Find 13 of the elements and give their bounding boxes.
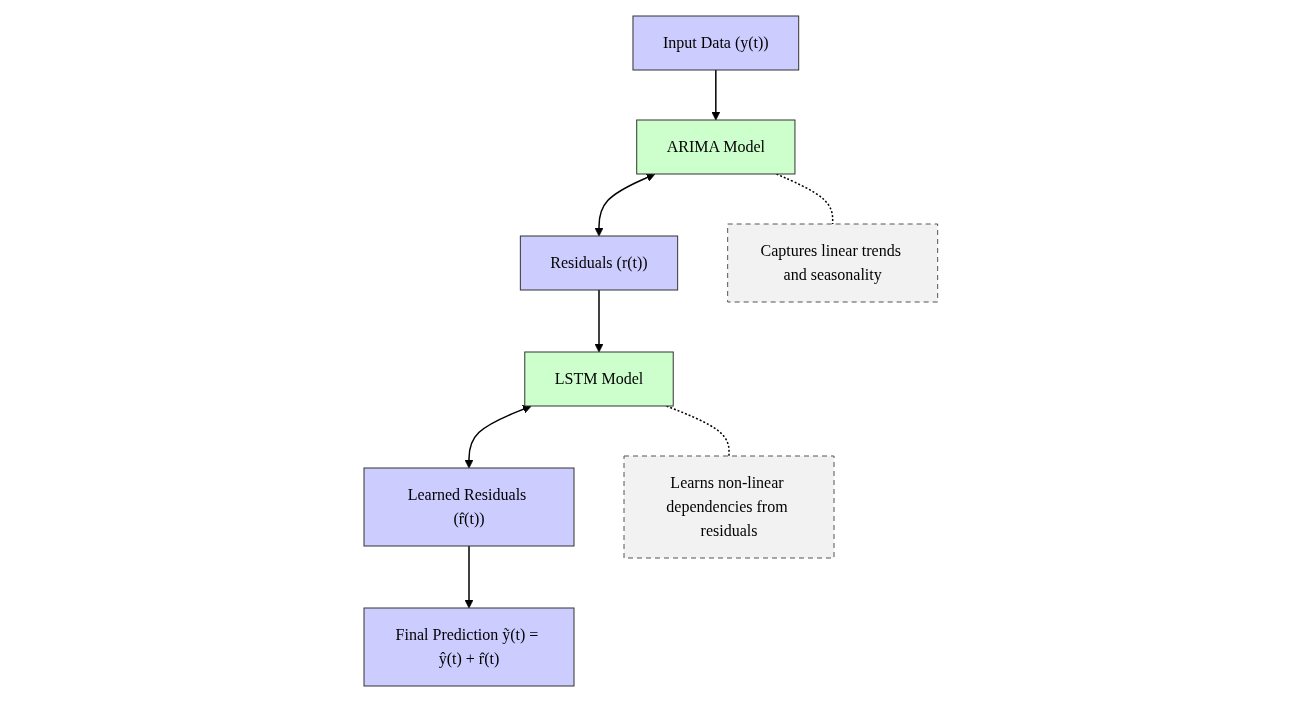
node-box: Final Prediction ỹ(t) = ŷ(t) + r̂(t) (363, 607, 575, 687)
arrow (594, 173, 655, 237)
node-box: Learned Residuals (r̂(t)) (363, 467, 575, 547)
node-box: ARIMA Model (635, 119, 796, 175)
node-box: Input Data (y(t)) (632, 15, 799, 71)
node-box: Captures linear trends and seasonality (726, 223, 938, 303)
arrow (464, 405, 532, 469)
node-box: LSTM Model (523, 351, 674, 407)
arrow (464, 545, 474, 609)
arrow (594, 289, 604, 353)
arrow (711, 69, 720, 121)
node-box: Residuals (r(t)) (519, 235, 678, 291)
node-box: Learns non-linear dependencies from residuals (623, 455, 835, 559)
